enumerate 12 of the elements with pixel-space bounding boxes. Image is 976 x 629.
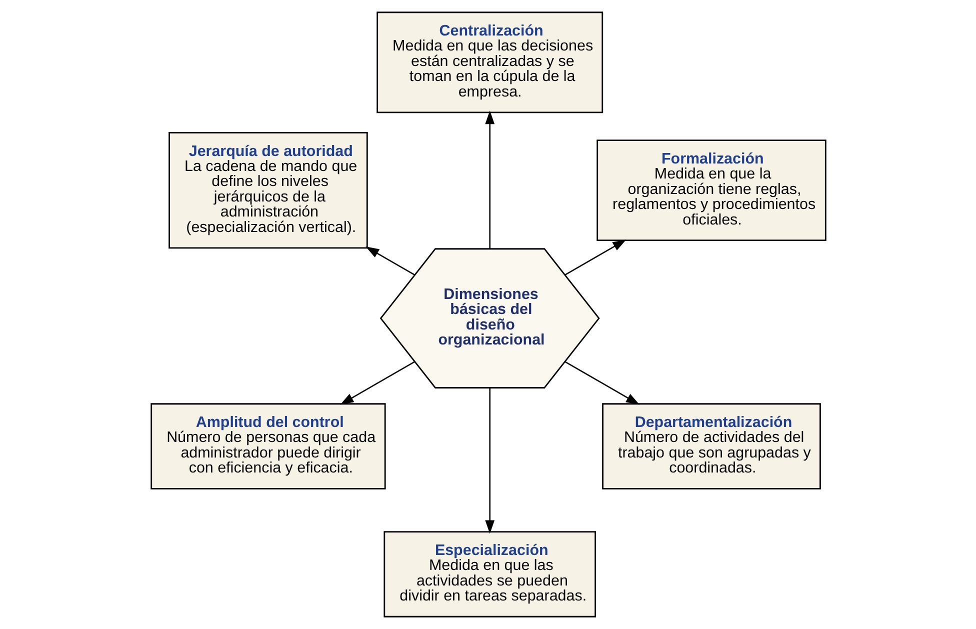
arrow [564, 240, 626, 276]
arrow [484, 388, 494, 534]
arrow [340, 361, 414, 405]
arrow [564, 361, 640, 405]
node-box: Amplitud del control Número de personas que cada administrador puede dirigir con eficiencia y eficacia. [150, 403, 386, 490]
arrow [365, 246, 414, 276]
node-box: Centralización Medida en que las decisiones están centralizadas y se toman en la cúpula de la empresa. [376, 12, 603, 114]
node-box: Departamentalización Número de actividades del trabajo que son agrupadas y coordinadas. [602, 403, 820, 490]
node-box: Formalización Medida en que la organización tiene reglas, reglamentos y procedimientos oficiales. [596, 140, 826, 242]
node-box: Jerarquía de autoridad La cadena de mando que define los niveles jerárquicos de la administración (especialización vertical). [168, 132, 368, 249]
arrow [484, 110, 494, 250]
node-box: Especialización Medida en que las actividades se pueden dividir en tareas separadas. [383, 531, 596, 618]
